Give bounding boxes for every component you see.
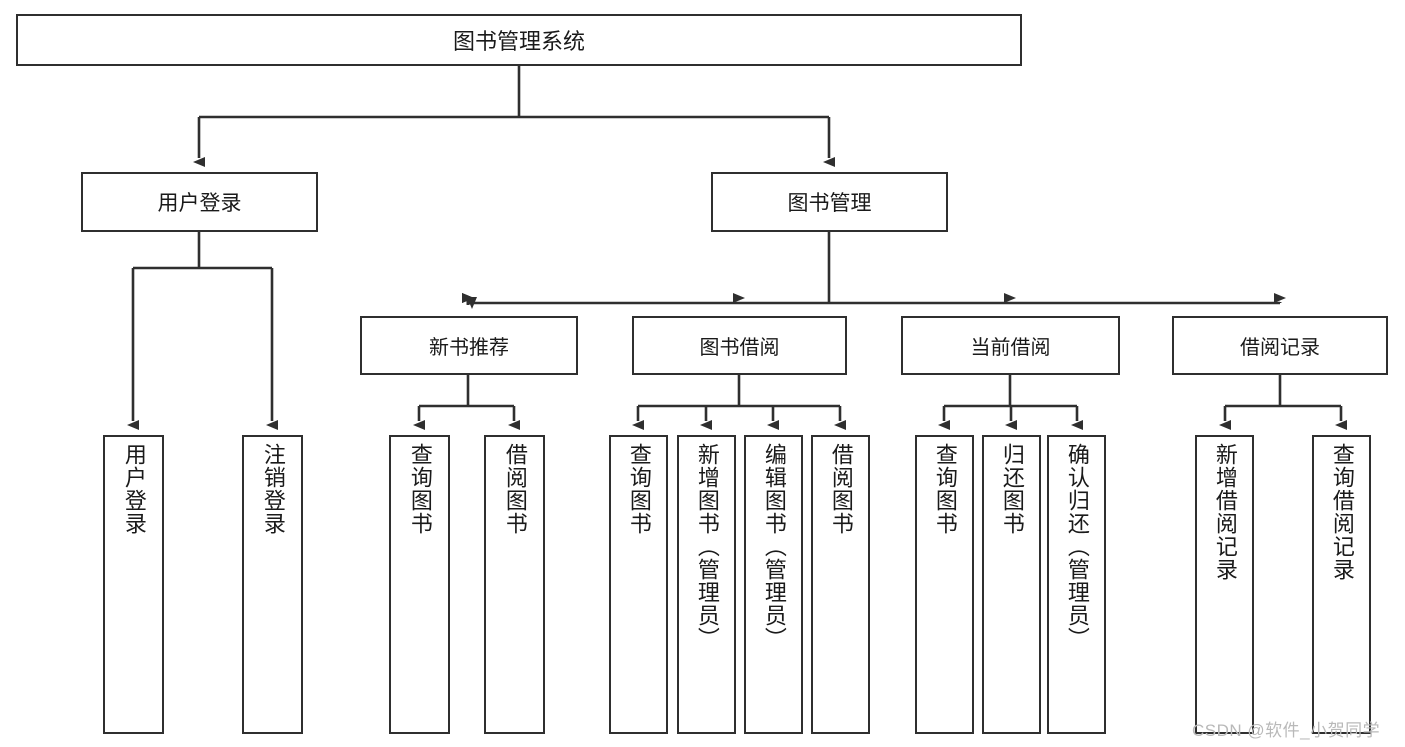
leaf-borrow-book-rec-label: 借阅图书 bbox=[502, 443, 528, 535]
node-book-management[interactable]: 图书管理 bbox=[711, 172, 948, 232]
node-book-management-label: 图书管理 bbox=[787, 192, 872, 215]
csdn-watermark: CSDN @软件_小贺同学 bbox=[1192, 721, 1381, 740]
leaf-edit-book-admin[interactable]: 编辑图书（管理员） bbox=[744, 435, 803, 734]
leaf-query-book-borrow[interactable]: 查询图书 bbox=[609, 435, 668, 734]
leaf-add-book-admin[interactable]: 新增图书（管理员） bbox=[677, 435, 736, 734]
node-user-login[interactable]: 用户登录 bbox=[81, 172, 318, 232]
leaf-query-borrow-record-label: 查询借阅记录 bbox=[1329, 443, 1355, 581]
node-new-book-recommend[interactable]: 新书推荐 bbox=[360, 316, 578, 375]
leaf-query-book-rec[interactable]: 查询图书 bbox=[389, 435, 450, 734]
leaf-logout-label: 注销登录 bbox=[260, 443, 286, 535]
leaf-query-borrow-record[interactable]: 查询借阅记录 bbox=[1312, 435, 1371, 734]
leaf-confirm-return-admin[interactable]: 确认归还（管理员） bbox=[1047, 435, 1106, 734]
leaf-add-borrow-record[interactable]: 新增借阅记录 bbox=[1195, 435, 1254, 734]
node-borrow-record[interactable]: 借阅记录 bbox=[1172, 316, 1388, 375]
node-current-borrow[interactable]: 当前借阅 bbox=[901, 316, 1120, 375]
leaf-logout[interactable]: 注销登录 bbox=[242, 435, 303, 734]
leaf-return-book-label: 归还图书 bbox=[999, 443, 1025, 535]
node-current-borrow-label: 当前借阅 bbox=[970, 337, 1051, 359]
node-user-login-label: 用户登录 bbox=[157, 192, 242, 215]
leaf-confirm-return-admin-label: 确认归还（管理员） bbox=[1064, 443, 1090, 650]
leaf-query-book-current[interactable]: 查询图书 bbox=[915, 435, 974, 734]
node-borrow-record-label: 借阅记录 bbox=[1240, 337, 1320, 359]
leaf-user-login-label: 用户登录 bbox=[121, 443, 147, 535]
node-book-borrow[interactable]: 图书借阅 bbox=[632, 316, 847, 375]
leaf-query-book-rec-label: 查询图书 bbox=[407, 443, 433, 535]
node-new-book-recommend-label: 新书推荐 bbox=[429, 337, 509, 359]
leaf-borrow-book-rec[interactable]: 借阅图书 bbox=[484, 435, 545, 734]
leaf-borrow-book-label: 借阅图书 bbox=[828, 443, 854, 535]
leaf-add-book-admin-label: 新增图书（管理员） bbox=[694, 443, 720, 650]
leaf-add-borrow-record-label: 新增借阅记录 bbox=[1212, 443, 1238, 581]
leaf-query-book-current-label: 查询图书 bbox=[932, 443, 958, 535]
node-book-borrow-label: 图书借阅 bbox=[699, 337, 780, 359]
leaf-query-book-borrow-label: 查询图书 bbox=[626, 443, 652, 535]
node-root-label: 图书管理系统 bbox=[452, 29, 585, 54]
node-root[interactable]: 图书管理系统 bbox=[16, 14, 1022, 66]
leaf-return-book[interactable]: 归还图书 bbox=[982, 435, 1041, 734]
leaf-edit-book-admin-label: 编辑图书（管理员） bbox=[761, 443, 787, 650]
leaf-user-login[interactable]: 用户登录 bbox=[103, 435, 164, 734]
leaf-borrow-book[interactable]: 借阅图书 bbox=[811, 435, 870, 734]
